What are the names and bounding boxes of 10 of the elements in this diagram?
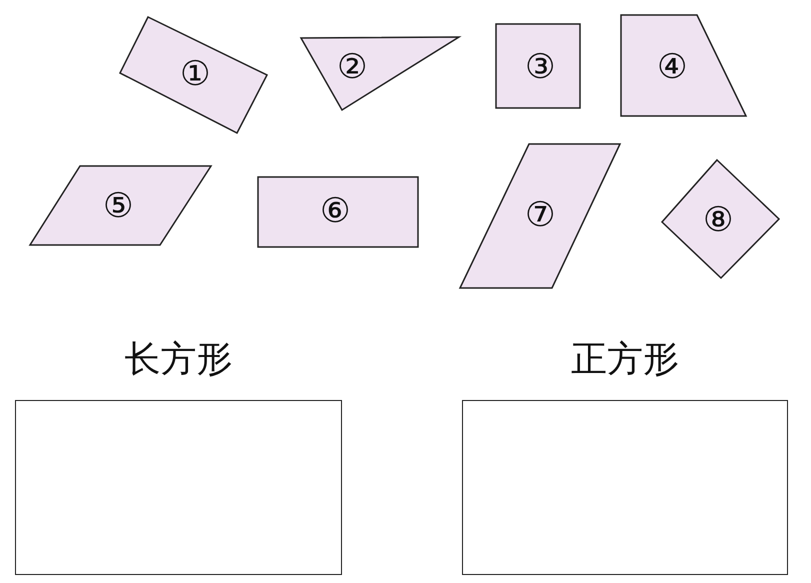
shape-number: ⑦ — [525, 199, 555, 233]
shape-number: ③ — [525, 51, 555, 85]
answer-heading: 长方形 — [124, 338, 234, 382]
shape-number: ② — [337, 51, 367, 85]
shape-number: ⑧ — [703, 204, 733, 238]
answer-heading: 正方形 — [570, 338, 680, 382]
shape-number: ④ — [657, 51, 687, 85]
shape-number: ⑤ — [103, 190, 133, 224]
shape-number: ① — [180, 58, 210, 92]
shape-number: ⑥ — [320, 195, 350, 229]
